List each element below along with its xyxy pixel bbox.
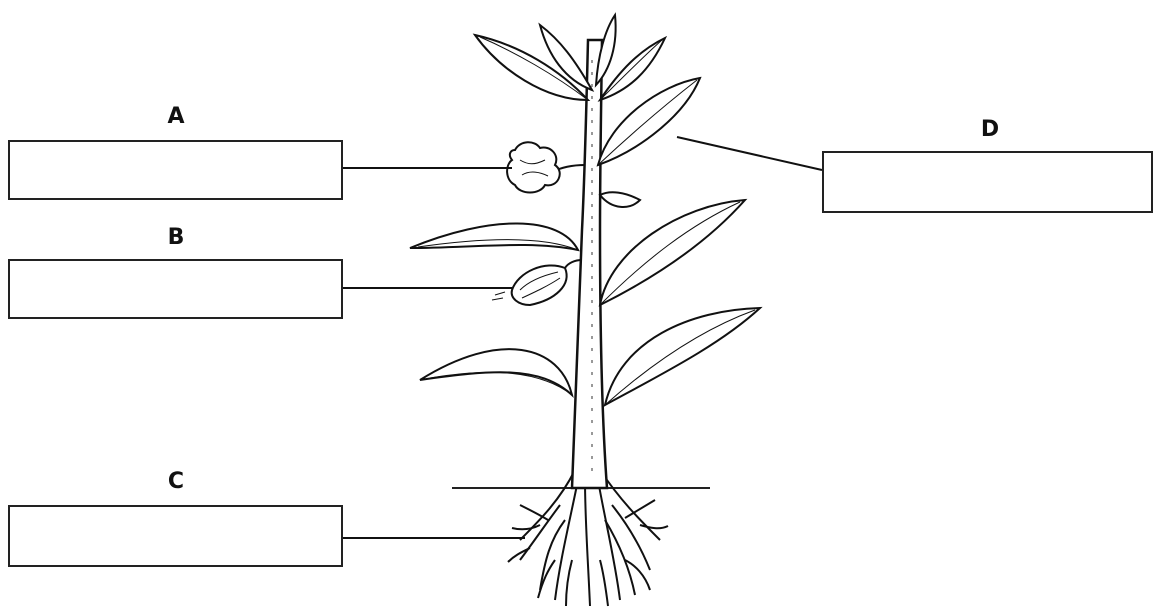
label-input-d[interactable]	[824, 153, 1151, 211]
pointer-line-d	[677, 137, 822, 170]
label-box-b[interactable]	[8, 259, 343, 319]
label-letter-d: D	[970, 117, 1010, 142]
label-box-d[interactable]	[822, 151, 1153, 213]
flower	[507, 142, 585, 192]
label-input-b[interactable]	[10, 261, 341, 317]
label-letter-c: C	[156, 469, 196, 494]
label-input-a[interactable]	[10, 142, 341, 198]
label-letter-a: A	[156, 104, 196, 129]
label-box-c[interactable]	[8, 505, 343, 567]
flower-bud	[600, 192, 640, 207]
fruit	[492, 260, 582, 305]
roots	[508, 470, 668, 606]
stem	[572, 40, 607, 488]
label-letter-b: B	[156, 225, 196, 250]
label-input-c[interactable]	[10, 507, 341, 565]
label-box-a[interactable]	[8, 140, 343, 200]
